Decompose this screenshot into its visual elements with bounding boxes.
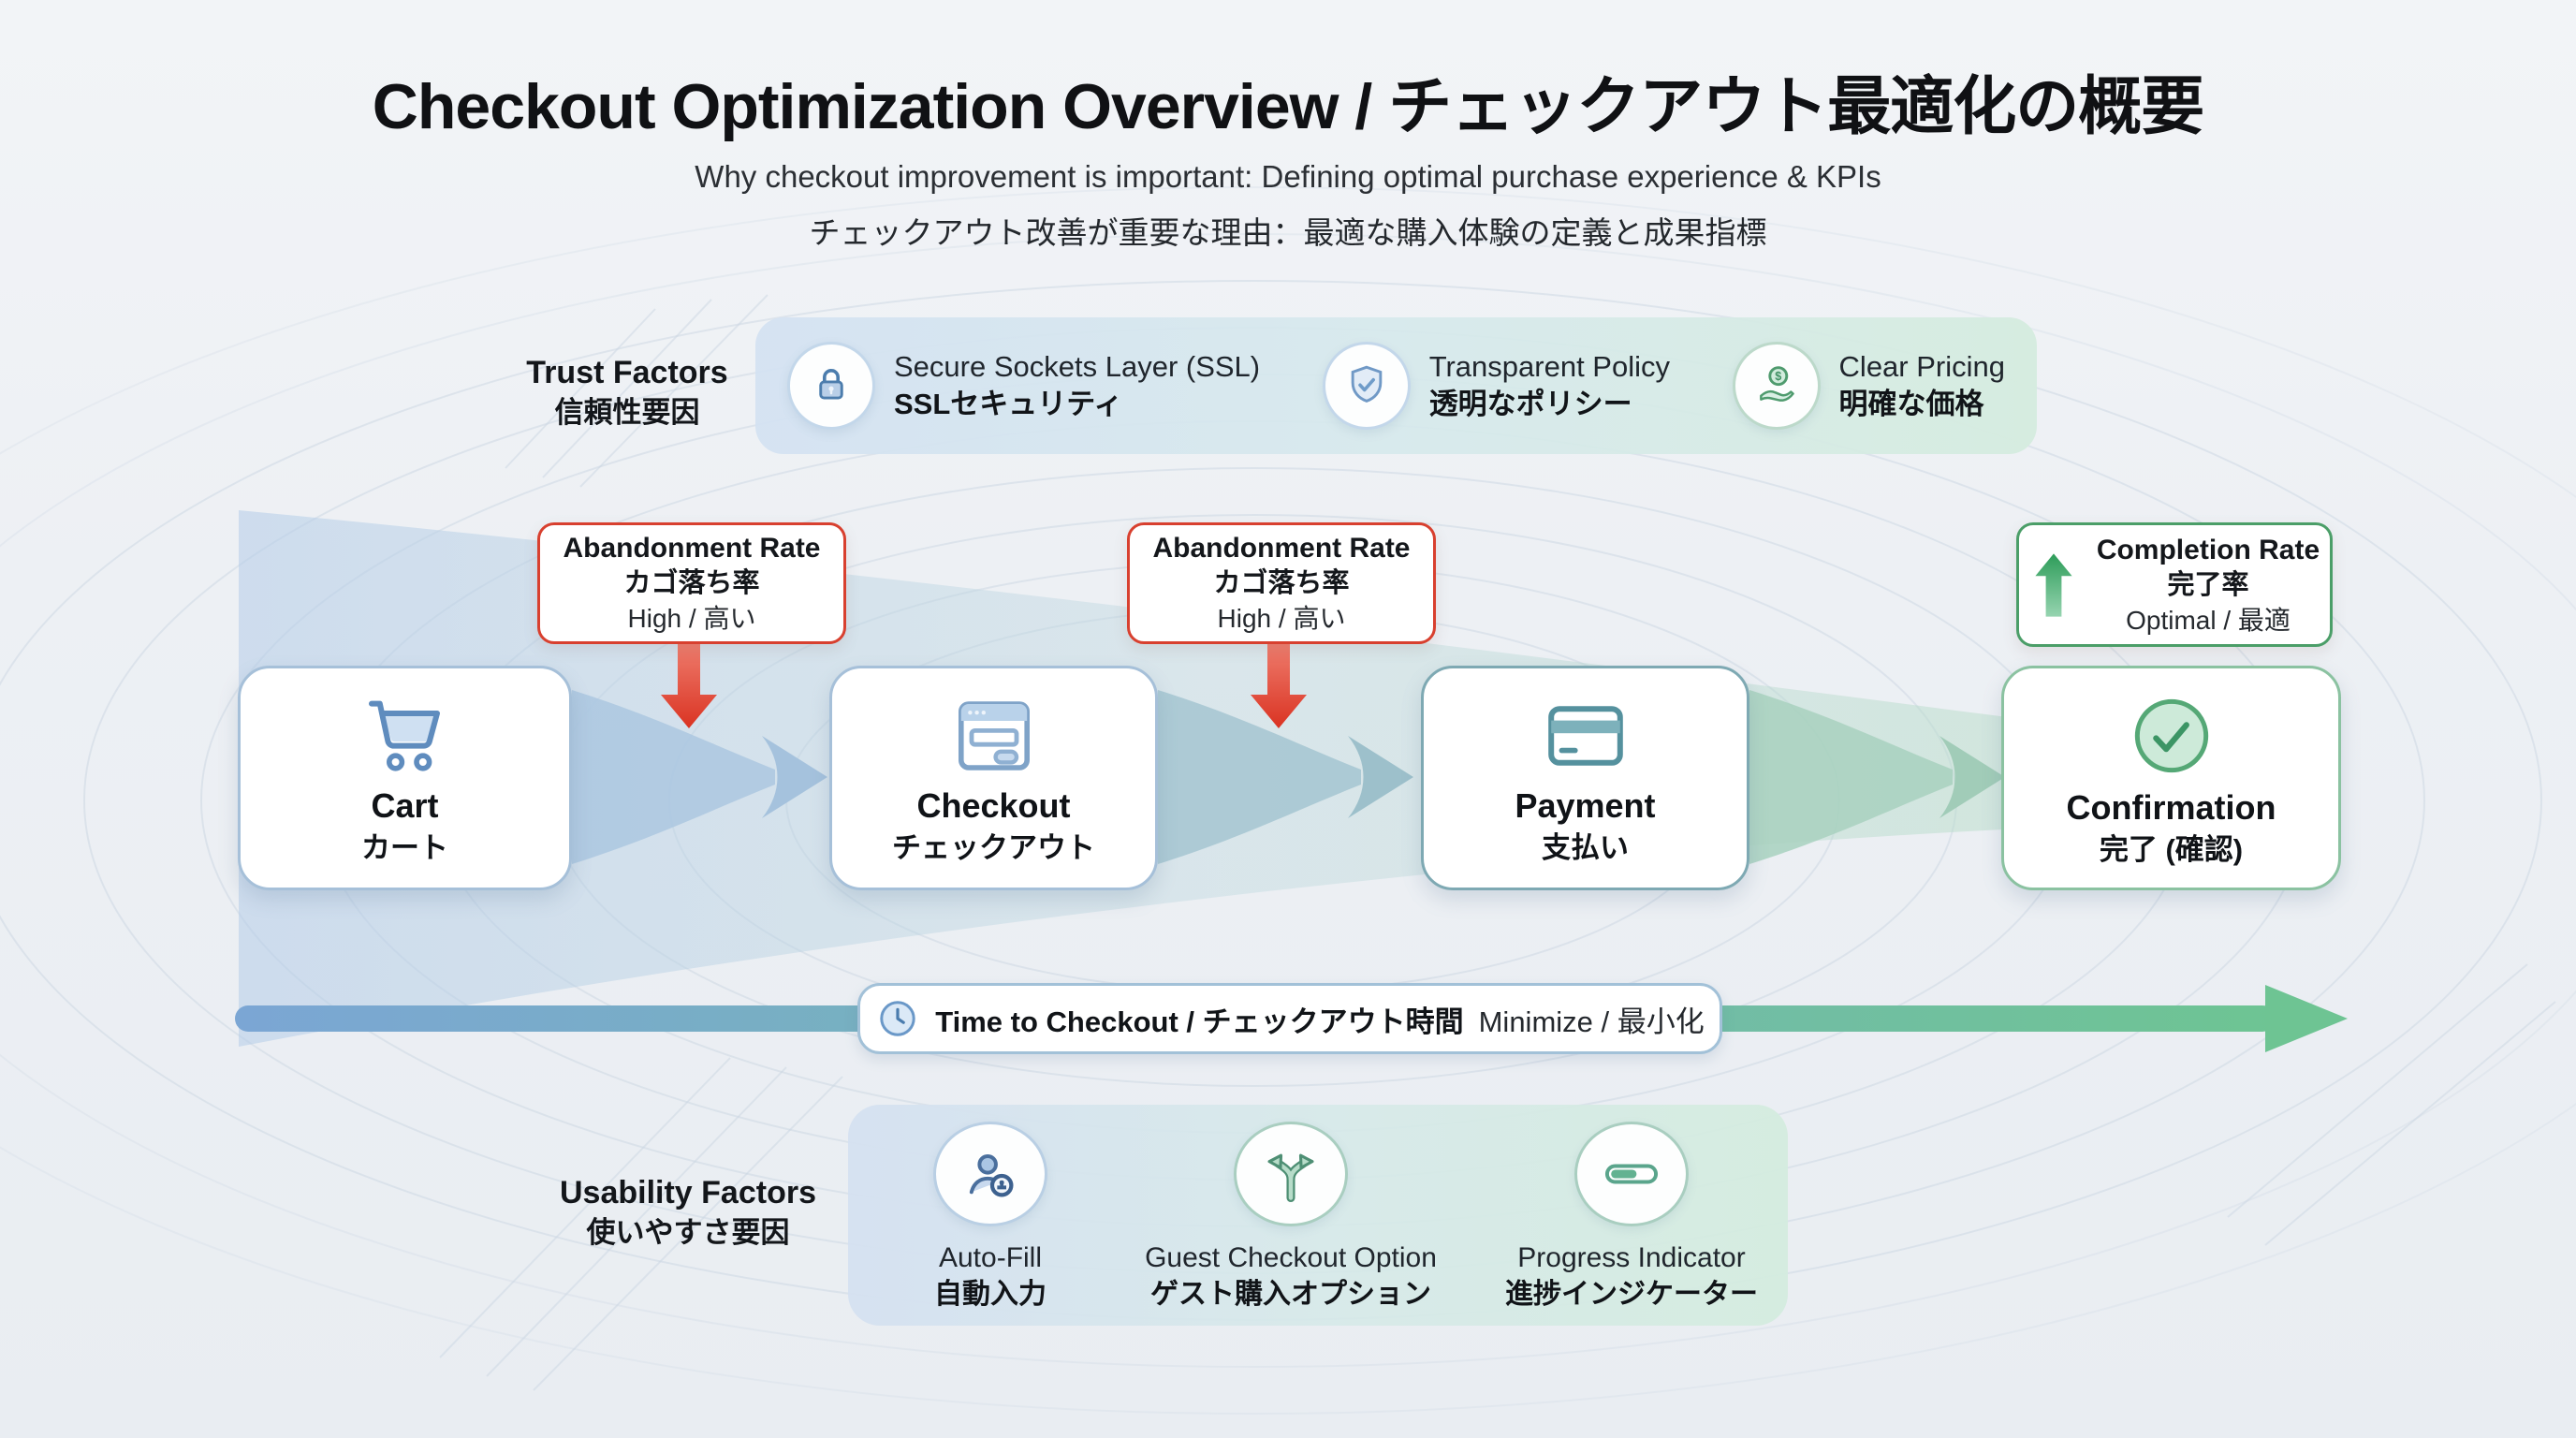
lock-icon	[787, 342, 875, 430]
subtitle-en: Why checkout improvement is important: D…	[695, 159, 1881, 194]
up-arrow-icon	[2019, 538, 2073, 632]
usability-item-guest-checkout: Guest Checkout Option ゲスト購入オプション	[1122, 1122, 1459, 1313]
branch-arrows-icon	[1234, 1122, 1348, 1226]
trust-label-ja: 信頼性要因	[554, 395, 700, 429]
cart-icon	[360, 691, 450, 781]
step-label-ja: 完了 (確認)	[2099, 832, 2244, 866]
step-label-ja: チェックアウト	[892, 830, 1095, 864]
completion-rate-callout: Completion Rate 完了率 Optimal / 最適	[2016, 522, 2333, 647]
metric-value: Optimal / 最適	[2126, 605, 2291, 635]
trust-item-en: Transparent Policy	[1428, 349, 1670, 383]
funnel-step-confirmation: Confirmation 完了 (確認)	[2001, 666, 2341, 890]
metric-title-en: Abandonment Rate	[563, 533, 821, 565]
shield-check-icon	[1322, 342, 1411, 430]
abandonment-rate-callout-cart: Abandonment Rate カゴ落ち率 High / 高い	[537, 522, 846, 644]
svg-text:$: $	[1775, 370, 1781, 383]
usability-factors-panel: Auto-Fill 自動入力 Guest Checkout Option ゲスト…	[848, 1105, 1788, 1326]
metric-title-en: Abandonment Rate	[1152, 533, 1411, 565]
page-title: Checkout Optimization Overview / チェックアウト…	[372, 71, 2204, 142]
trust-item-ja: 明確な価格	[1838, 388, 1984, 420]
timeline-label-strong: Time to Checkout / チェックアウト時間	[935, 1005, 1464, 1038]
funnel-step-cart: Cart カート	[238, 666, 572, 890]
metric-value: High / 高い	[1217, 604, 1346, 634]
funnel-step-payment: Payment 支払い	[1421, 666, 1749, 890]
progress-bar-icon	[1574, 1122, 1689, 1226]
fan-lines	[439, 294, 2556, 1391]
trust-item-pricing: $ Clear Pricing 明確な価格	[1732, 342, 2005, 430]
usability-label-en: Usability Factors	[560, 1175, 816, 1211]
subtitle-ja: チェックアウト改善が重要な理由：最適な購入体験の定義と成果指標	[809, 215, 1767, 250]
check-circle-icon	[2125, 689, 2218, 783]
trust-factors-label: Trust Factors 信頼性要因	[487, 352, 768, 433]
clock-icon	[875, 996, 920, 1041]
checkout-window-icon	[949, 691, 1039, 781]
usability-label-ja: 使いやすさ要因	[586, 1215, 790, 1249]
trust-item-ssl: Secure Sockets Layer (SSL) SSLセキュリティ	[787, 342, 1260, 430]
flow-arrow-1	[572, 690, 827, 864]
trust-item-en: Secure Sockets Layer (SSL)	[894, 349, 1261, 383]
usability-item-ja: 進捗インジケーター	[1505, 1279, 1758, 1310]
metric-title-en: Completion Rate	[2096, 534, 2320, 565]
trust-item-en: Clear Pricing	[1838, 349, 2005, 383]
step-label-en: Checkout	[916, 786, 1071, 826]
autofill-user-icon	[933, 1122, 1047, 1226]
trust-factors-panel: Secure Sockets Layer (SSL) SSLセキュリティ Tra…	[755, 317, 2037, 454]
step-label-en: Cart	[371, 786, 439, 826]
metric-title-ja: カゴ落ち率	[1213, 568, 1350, 599]
trust-label-en: Trust Factors	[526, 355, 728, 390]
usability-item-ja: ゲスト購入オプション	[1150, 1279, 1431, 1310]
abandonment-arrow-cart	[661, 638, 717, 728]
step-label-ja: カート	[361, 830, 448, 864]
usability-item-progress: Progress Indicator 進捗インジケーター	[1496, 1122, 1767, 1313]
usability-item-autofill: Auto-Fill 自動入力	[859, 1122, 1121, 1313]
step-label-en: Payment	[1515, 786, 1656, 826]
trust-item-policy: Transparent Policy 透明なポリシー	[1322, 342, 1670, 430]
usability-item-en: Auto-Fill	[938, 1242, 1043, 1273]
usability-item-ja: 自動入力	[934, 1279, 1046, 1310]
usability-item-en: Guest Checkout Option	[1145, 1242, 1437, 1273]
time-to-checkout-pill: Time to Checkout / チェックアウト時間 Minimize / …	[857, 983, 1722, 1054]
step-label-ja: 支払い	[1542, 830, 1629, 864]
metric-title-ja: 完了率	[2167, 569, 2249, 600]
trust-item-ja: 透明なポリシー	[1428, 388, 1632, 420]
funnel-step-checkout: Checkout チェックアウト	[829, 666, 1158, 890]
metric-value: High / 高い	[627, 604, 756, 634]
hand-coin-icon: $	[1732, 342, 1821, 430]
credit-card-icon	[1539, 691, 1632, 781]
abandonment-arrow-checkout	[1251, 638, 1307, 728]
timeline-arrowhead	[2265, 985, 2348, 1052]
flow-arrow-2	[1158, 690, 1413, 864]
metric-title-ja: カゴ落ち率	[623, 568, 760, 599]
step-label-en: Confirmation	[2066, 788, 2276, 828]
abandonment-rate-callout-checkout: Abandonment Rate カゴ落ち率 High / 高い	[1127, 522, 1436, 644]
usability-item-en: Progress Indicator	[1517, 1242, 1746, 1273]
trust-item-ja: SSLセキュリティ	[894, 388, 1123, 420]
timeline-label-normal: Minimize / 最小化	[1478, 1005, 1705, 1038]
flow-arrow-3	[1749, 690, 2005, 864]
usability-factors-label: Usability Factors 使いやすさ要因	[538, 1172, 838, 1253]
